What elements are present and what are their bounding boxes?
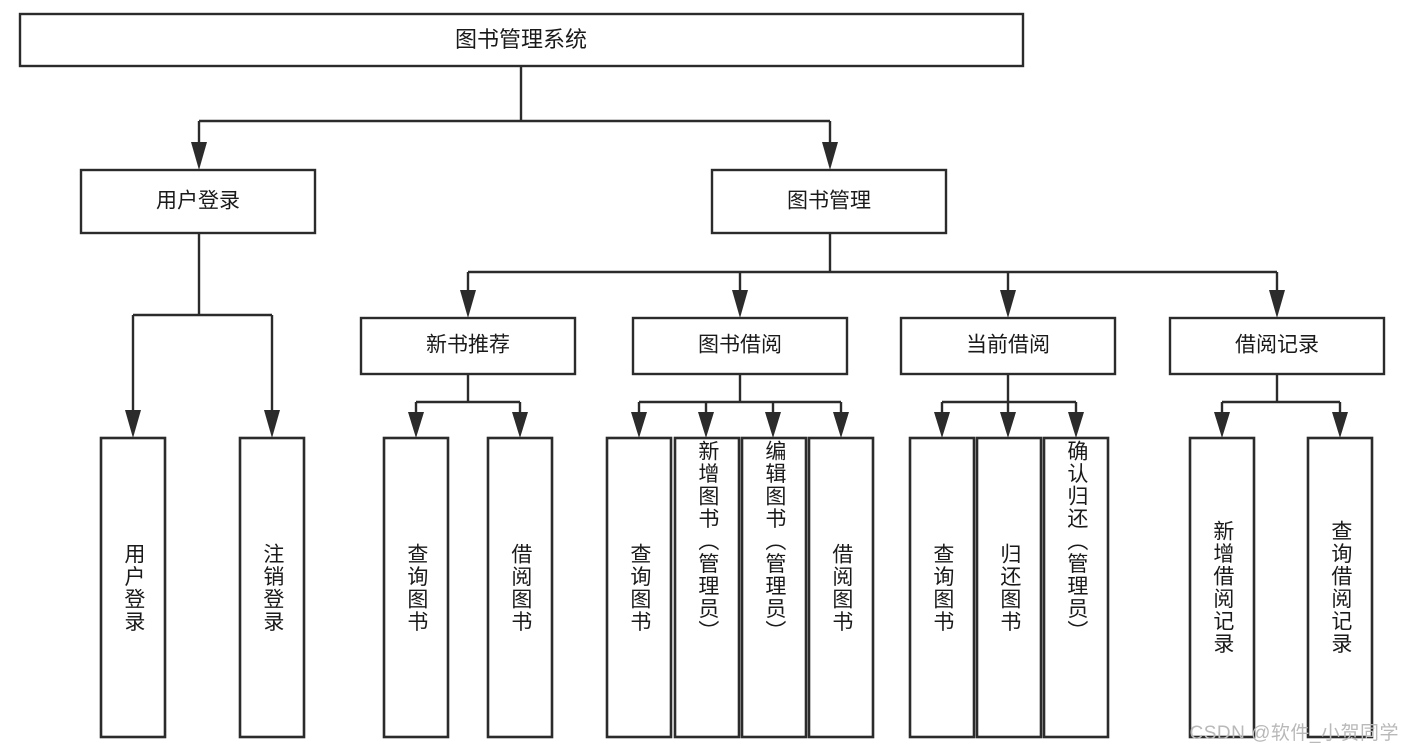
edge-group-borrow-record-to-leaves [1214, 374, 1348, 438]
node-book-management-label: 图书管理 [787, 190, 871, 213]
arrow-newbook-leaf-0 [408, 412, 424, 438]
node-book-borrow-box[interactable] [631, 316, 849, 376]
node-user-login-box[interactable] [79, 168, 317, 235]
leaf-box-borrow-record-0[interactable] [1188, 436, 1256, 739]
node-book-borrow[interactable]: 图书借阅 [631, 316, 849, 376]
arrow-bookborrow-leaf-1 [698, 412, 714, 438]
node-new-book-recommend-box[interactable] [359, 316, 577, 376]
node-user-login[interactable]: 用户登录 [79, 168, 317, 235]
arrow-user-login-leaf-0 [125, 410, 141, 438]
arrow-currentborrow-leaf-0 [934, 412, 950, 438]
arrow-l3-borrow-record [1269, 290, 1285, 318]
node-user-login-label: 用户登录 [156, 190, 240, 213]
arrow-borrowrecord-leaf-0 [1214, 412, 1230, 438]
arrow-borrowrecord-leaf-1 [1332, 412, 1348, 438]
arrow-currentborrow-leaf-1 [1000, 412, 1016, 438]
edge-group-new-book-rec-to-leaves [408, 374, 528, 438]
leaf-box-book-borrow-2[interactable] [740, 436, 808, 739]
node-new-book-recommend-label: 新书推荐 [426, 334, 510, 357]
arrow-to-book-mgmt [822, 142, 838, 170]
edge-group-current-borrow-to-leaves [934, 374, 1084, 438]
csdn-watermark: CSDN @软件_小贺同学 [1189, 723, 1399, 744]
leaf-box-new-book-rec-0[interactable] [382, 436, 450, 739]
arrow-newbook-leaf-1 [512, 412, 528, 438]
node-current-borrow[interactable]: 当前借阅 [899, 316, 1117, 376]
leaf-box-current-borrow-0[interactable] [908, 436, 976, 739]
node-book-borrow-label: 图书借阅 [698, 334, 782, 357]
node-borrow-record-box[interactable] [1168, 316, 1386, 376]
leaf-box-book-borrow-1[interactable] [673, 436, 741, 739]
leaf-box-book-borrow-0[interactable] [605, 436, 673, 739]
node-current-borrow-box[interactable] [899, 316, 1117, 376]
node-root[interactable]: 图书管理系统 [18, 12, 1025, 68]
edge-group-book-mgmt-to-level3 [460, 233, 1285, 318]
leaf-box-new-book-rec-1[interactable] [486, 436, 554, 739]
leaf-box-user-login-1[interactable] [238, 436, 306, 739]
node-current-borrow-label: 当前借阅 [966, 334, 1050, 357]
arrow-to-user-login [191, 142, 207, 170]
arrow-bookborrow-leaf-0 [631, 412, 647, 438]
node-root-box[interactable] [18, 12, 1025, 68]
arrow-bookborrow-leaf-3 [833, 412, 849, 438]
node-book-management[interactable]: 图书管理 [710, 168, 948, 235]
node-book-management-box[interactable] [710, 168, 948, 235]
node-borrow-record-label: 借阅记录 [1235, 334, 1319, 357]
leaf-box-user-login-0[interactable] [99, 436, 167, 739]
leaf-box-book-borrow-3[interactable] [807, 436, 875, 739]
node-root-label: 图书管理系统 [455, 27, 587, 52]
arrow-bookborrow-leaf-2 [765, 412, 781, 438]
arrow-user-login-leaf-1 [264, 410, 280, 438]
leaf-box-current-borrow-2[interactable] [1042, 436, 1110, 739]
arrow-currentborrow-leaf-2 [1068, 412, 1084, 438]
edge-group-user-login-to-leaves [125, 233, 280, 438]
leaf-box-current-borrow-1[interactable] [975, 436, 1043, 739]
arrow-l3-book-borrow [732, 290, 748, 318]
edge-group-root-to-level2 [191, 66, 838, 170]
node-new-book-recommend[interactable]: 新书推荐 [359, 316, 577, 376]
arrow-l3-new-book [460, 290, 476, 318]
node-borrow-record[interactable]: 借阅记录 [1168, 316, 1386, 376]
arrow-l3-current-borrow [1000, 290, 1016, 318]
edge-group-book-borrow-to-leaves [631, 374, 849, 438]
leaf-box-borrow-record-1[interactable] [1306, 436, 1374, 739]
